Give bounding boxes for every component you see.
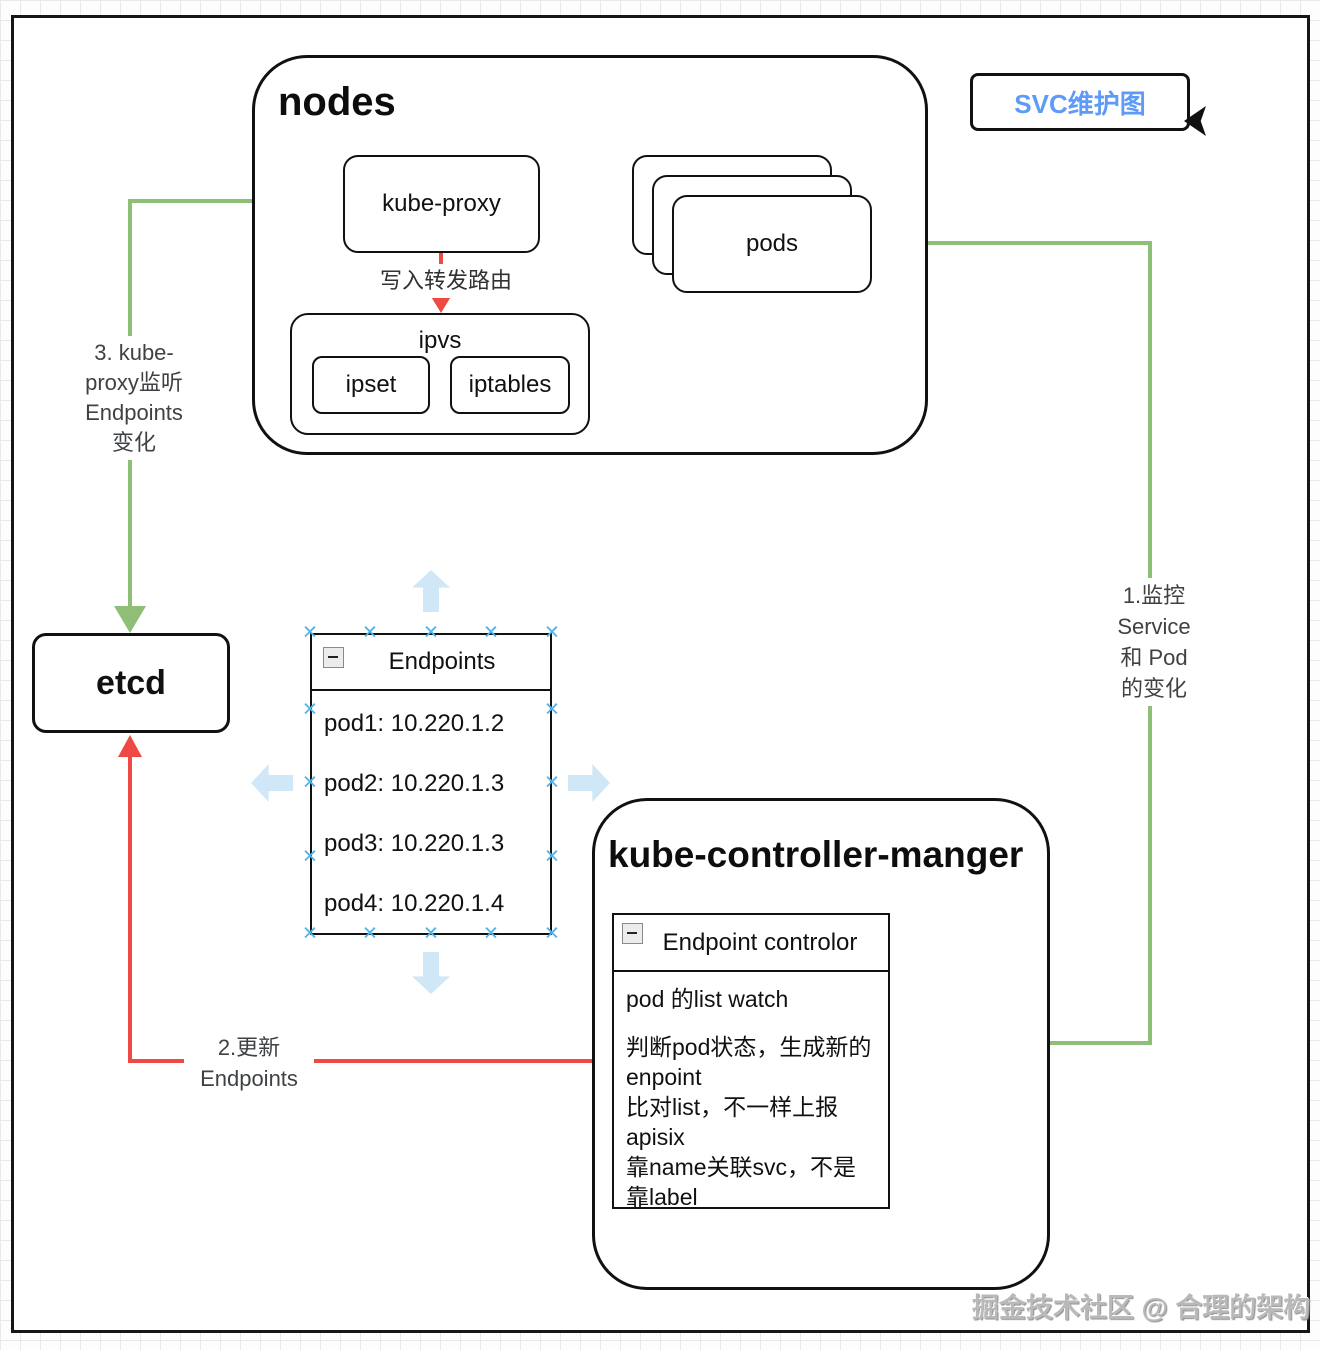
collapse-icon[interactable] [622,923,643,944]
etcd-box[interactable]: etcd [32,633,230,733]
watermark: 掘金技术社区 @ 合理的架构 [972,1293,1311,1323]
controller-note: 靠name关联svc，不是靠label [626,1154,857,1210]
selection-handle-icon[interactable] [544,925,560,944]
endpoints-row: pod1: 10.220.1.2 [324,710,505,737]
edge-controller-etcd[interactable] [128,755,132,1063]
selection-handle-icon[interactable] [423,624,439,643]
edge-controller-pods[interactable] [895,241,1152,245]
endpoint-controller-title: Endpoint controlor [662,928,858,956]
edge-controller-etcd[interactable] [128,1059,612,1063]
endpoints-table-header[interactable]: Endpoints [312,635,550,691]
selection-handle-icon[interactable] [544,848,560,867]
edge-kubeproxy-etcd[interactable] [130,199,343,203]
selection-handle-icon[interactable] [544,774,560,793]
controller-note: 判断pod状态，生成新的enpoint [626,1034,872,1090]
iptables-label: iptables [468,371,552,398]
ipset-box[interactable]: ipset [312,356,430,414]
endpoint-controller-table[interactable]: Endpoint controlor pod 的list watch 判断pod… [612,913,890,1210]
endpoints-table[interactable]: Endpoints pod1: 10.220.1.2 pod2: 10.220.… [310,633,552,935]
edge-label-step2[interactable]: 2.更新 Endpoints [184,1030,314,1096]
selection-handle-icon[interactable] [302,848,318,867]
controller-note: 比对list，不一样上报apisix [626,1094,839,1150]
pods-box[interactable]: pods [672,195,872,293]
endpoints-row: pod4: 10.220.1.4 [324,890,505,917]
svc-badge[interactable]: SVC维护图 [970,73,1190,131]
endpoints-table-title: Endpoints [388,648,496,675]
iptables-box[interactable]: iptables [450,356,570,414]
selection-handle-icon[interactable] [362,624,378,643]
collapse-icon[interactable] [323,647,344,668]
endpoints-row: pod3: 10.220.1.3 [324,830,505,857]
kube-proxy-label: kube-proxy [382,190,501,217]
kube-proxy-box[interactable]: kube-proxy [343,155,540,253]
selection-handle-icon[interactable] [302,624,318,643]
svc-badge-label: SVC维护图 [1014,88,1146,119]
edge-label-step3[interactable]: 3. kube- proxy监听 Endpoints 变化 [56,336,212,460]
pods-label: pods [745,230,799,257]
ipvs-label: ipvs [418,327,462,354]
selection-handle-icon[interactable] [302,701,318,720]
selection-handle-icon[interactable] [423,925,439,944]
selection-handle-icon[interactable] [302,925,318,944]
edge-label-write-route[interactable]: 写入转发路由 [373,264,519,298]
selection-handle-icon[interactable] [362,925,378,944]
controller-note: pod 的list watch [626,986,789,1012]
nodes-group-title: nodes [278,80,396,124]
edge-label-step1[interactable]: 1.监控 Service 和 Pod 的变化 [1102,578,1206,706]
endpoint-controller-header[interactable]: Endpoint controlor [614,915,888,972]
selection-handle-icon[interactable] [483,925,499,944]
selection-handle-icon[interactable] [483,624,499,643]
edge-controller-pods[interactable] [1050,1041,1152,1045]
selection-handle-icon[interactable] [544,701,560,720]
selection-handle-icon[interactable] [544,624,560,643]
selection-handle-icon[interactable] [302,774,318,793]
ipset-label: ipset [345,371,397,398]
endpoints-row: pod2: 10.220.1.3 [324,770,505,797]
controller-group-title: kube-controller-manger [608,834,1024,875]
etcd-label: etcd [96,663,166,702]
